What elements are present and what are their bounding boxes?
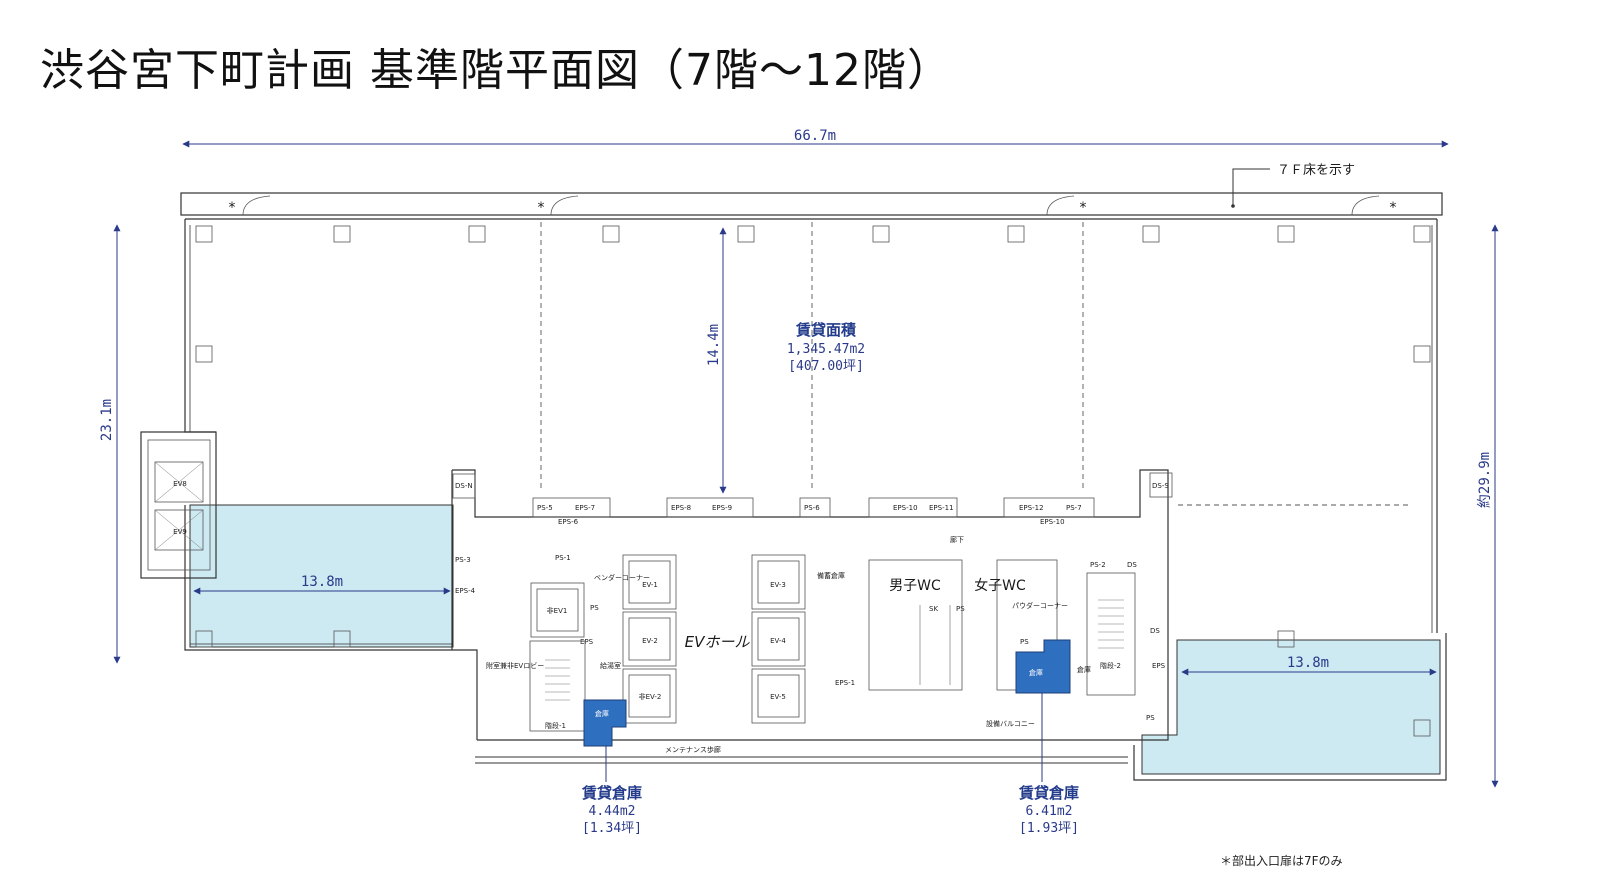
hiev1-label: 非EV1	[547, 606, 568, 615]
svg-text:*: *	[1390, 200, 1397, 216]
storage-left-label: 賃貸倉庫	[581, 784, 642, 802]
storage-right-tsubo: [1.93坪]	[1019, 821, 1079, 836]
corridor-label: 廊下	[950, 535, 964, 544]
svg-text:倉庫: 倉庫	[1029, 668, 1043, 677]
maintenance-label: メンテナンス歩廊	[665, 745, 721, 754]
dimension-width-total: 66.7m	[182, 128, 1449, 148]
rental-area-tsubo: [407.00坪]	[788, 359, 864, 374]
storage-right-sqm: 6.41m2	[1026, 804, 1073, 819]
svg-text:EPS: EPS	[1152, 662, 1166, 670]
stair2-label: 階段-2	[1100, 661, 1121, 670]
bengo-corner-label: ベンダーコーナー	[594, 573, 650, 582]
mens-wc-label: 男子WC	[889, 578, 941, 594]
dimension-core-label: 14.4m	[706, 324, 722, 366]
rental-area-label: 賃貸面積	[795, 321, 857, 339]
svg-text:PS: PS	[1146, 714, 1155, 722]
svg-text:EPS-6: EPS-6	[558, 518, 579, 526]
svg-text:EPS-1: EPS-1	[835, 679, 855, 687]
womens-wc-label: 女子WC	[974, 577, 1026, 594]
ev5-label: EV-5	[770, 693, 786, 701]
svg-text:DS-N: DS-N	[455, 482, 473, 490]
svg-text:EPS: EPS	[580, 638, 594, 646]
svg-text:倉庫: 倉庫	[595, 709, 609, 718]
ev2-label: EV-2	[642, 637, 658, 645]
svg-text:SK: SK	[929, 605, 938, 613]
balcony-left-dimension: 13.8m	[301, 574, 343, 590]
storage-right-label: 賃貸倉庫	[1018, 784, 1079, 802]
svg-text:EPS-10: EPS-10	[893, 504, 918, 512]
svg-text:PS-6: PS-6	[804, 504, 820, 512]
page-title: 渋谷宮下町計画 基準階平面図（7階～12階）	[40, 45, 952, 96]
svg-text:PS-7: PS-7	[1066, 504, 1082, 512]
ev3-label: EV-3	[770, 581, 786, 589]
storage-left-text: 賃貸倉庫 4.44m2 [1.34坪]	[581, 784, 642, 836]
svg-text:EPS-12: EPS-12	[1019, 504, 1044, 512]
core: PS-5 EPS-7 EPS-6 EPS-8 EPS-9 PS-6 EPS-10…	[451, 469, 1173, 764]
balcony-right: 13.8m	[1141, 639, 1441, 775]
storage-left-sqm: 4.44m2	[589, 804, 636, 819]
dimension-height-right: 約29.9m	[1477, 224, 1499, 788]
balcony-right-dimension: 13.8m	[1287, 655, 1329, 671]
storage-left-marker: 倉庫	[583, 699, 627, 782]
balcony-left: 13.8m	[189, 504, 454, 648]
tenant-division-lines	[540, 222, 1412, 506]
ev-hall-label: EVホール	[685, 633, 751, 651]
dimension-height-left-label: 23.1m	[99, 399, 115, 441]
svg-text:PS: PS	[1020, 638, 1029, 646]
footnote: ＊部出入口扉は7Fのみ	[1220, 854, 1343, 868]
svg-text:DS: DS	[1127, 561, 1137, 569]
storage-right-text: 賃貸倉庫 6.41m2 [1.93坪]	[1018, 784, 1079, 836]
roof-markers: * * * *	[229, 195, 1397, 216]
note-7f: ７Ｆ床を示す	[1231, 163, 1355, 208]
ev4-label: EV-4	[770, 637, 786, 645]
dimension-height-left: 23.1m	[99, 224, 121, 664]
structural-columns	[195, 225, 1431, 737]
svg-text:*: *	[1080, 200, 1087, 216]
hiev2-label: 非EV-2	[639, 692, 662, 701]
equipment-balcony-label: 設備バルコニー	[986, 719, 1035, 728]
svg-text:EPS-8: EPS-8	[671, 504, 691, 512]
svg-text:DS-S: DS-S	[1152, 482, 1169, 490]
svg-text:EPS-9: EPS-9	[712, 504, 732, 512]
dimension-core-depth: 14.4m	[706, 227, 727, 494]
svg-text:PS: PS	[590, 604, 599, 612]
storage-right-marker: 倉庫	[1015, 639, 1071, 782]
svg-text:EPS-10: EPS-10	[1040, 518, 1065, 526]
svg-text:*: *	[229, 200, 236, 216]
exterior-walls: EV8 EV9	[140, 192, 1447, 781]
ev1-label: EV-1	[642, 581, 658, 589]
storage-left-tsubo: [1.34坪]	[582, 821, 642, 836]
svg-text:EPS-11: EPS-11	[929, 504, 954, 512]
rental-area-block: 賃貸面積 1,345.47m2 [407.00坪]	[787, 321, 865, 374]
bichiku-label: 備蓄倉庫	[817, 571, 845, 580]
rental-area-sqm: 1,345.47m2	[787, 342, 865, 357]
svg-text:PS-2: PS-2	[1090, 561, 1106, 569]
dimension-width-label: 66.7m	[794, 128, 836, 144]
svg-text:PS-5: PS-5	[537, 504, 553, 512]
emergency-ev-lobby-label: 附室兼非EVロビー	[486, 661, 544, 670]
note-7f-label: ７Ｆ床を示す	[1277, 163, 1355, 178]
powder-corner-label: パウダーコーナー	[1012, 601, 1068, 610]
svg-text:EPS-7: EPS-7	[575, 504, 595, 512]
svg-text:DS: DS	[1150, 627, 1160, 635]
dimension-height-right-label: 約29.9m	[1477, 452, 1493, 508]
svg-text:PS-3: PS-3	[455, 556, 471, 564]
small-storage-label: 倉庫	[1077, 665, 1091, 674]
svg-text:PS: PS	[956, 605, 965, 613]
svg-text:PS-1: PS-1	[555, 554, 571, 562]
kyutoshitsu-label: 給湯室	[600, 661, 621, 670]
svg-text:EPS-4: EPS-4	[455, 587, 476, 595]
svg-text:*: *	[538, 200, 545, 216]
stair1-label: 階段-1	[545, 721, 566, 730]
ev8-label: EV8	[173, 480, 187, 488]
ev9-label: EV9	[173, 528, 187, 536]
